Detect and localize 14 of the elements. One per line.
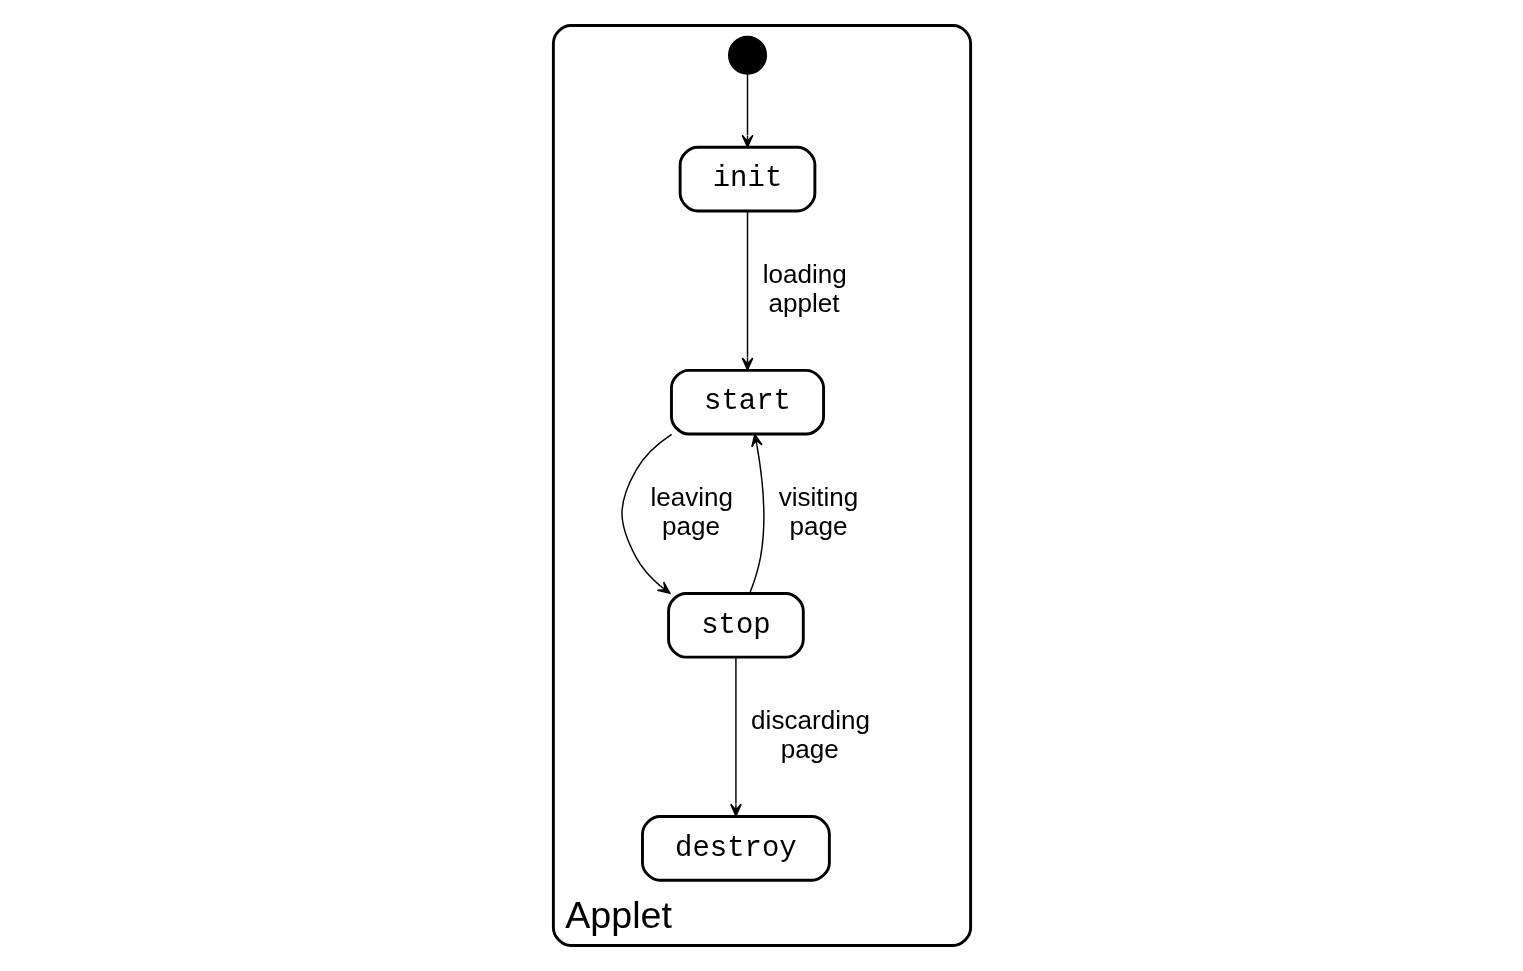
node-box: destroy (640, 815, 831, 882)
node-box: init (678, 145, 816, 213)
edge-label: visiting page (778, 481, 858, 541)
edge-label: discarding page (750, 704, 870, 764)
node-box: start (669, 368, 825, 436)
arrow (620, 433, 672, 594)
node-circle (727, 35, 767, 75)
arrow (729, 656, 742, 817)
arrow (741, 72, 753, 148)
edge-label: loading applet (762, 258, 847, 318)
edge-label: leaving page (649, 481, 733, 541)
node-box: stop (666, 591, 805, 659)
arrow (748, 433, 765, 595)
arrow (741, 210, 753, 371)
